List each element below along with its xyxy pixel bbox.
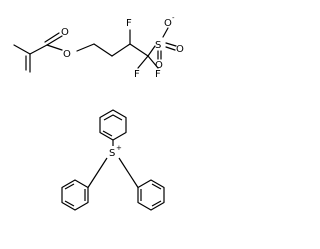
atom-fluorine-cf2-left: F bbox=[134, 69, 140, 80]
phenyl-ring-right bbox=[137, 179, 165, 211]
bond-ester-o-ch2 bbox=[76, 43, 95, 52]
charge-plus: + bbox=[116, 144, 122, 152]
bond-s-phenyl-right bbox=[118, 157, 139, 188]
phenyl-right-double-3 bbox=[151, 200, 162, 207]
phenyl-right-double-2 bbox=[151, 183, 162, 190]
bond-c2-carbonyl-c bbox=[29, 44, 48, 55]
bond-carbonyl-double-a bbox=[46, 35, 63, 46]
bond-cf2-f-left bbox=[137, 55, 149, 69]
atom-ester-o: O bbox=[63, 49, 71, 60]
atom-fluorine-cf2-right: F bbox=[155, 69, 161, 80]
phenyl-left-double-1 bbox=[64, 183, 75, 190]
bond-ch2-ch2 bbox=[93, 43, 113, 57]
atom-carbonyl-o: O bbox=[61, 27, 69, 38]
phenyl-left-double-3 bbox=[64, 200, 75, 207]
bond-cf2-f-right bbox=[147, 55, 159, 69]
atom-oxygen-side: O bbox=[176, 44, 184, 55]
bond-carbonyl-c-ester-o bbox=[46, 44, 63, 51]
bond-carbonyl-double-b bbox=[44, 32, 60, 43]
atom-oxygen-oxide: O bbox=[164, 18, 172, 29]
bond-chf-cf2 bbox=[129, 43, 149, 57]
phenyl-top-double-2 bbox=[102, 130, 113, 137]
chemical-structure-drawing: O O F S O - O O F F S + bbox=[13, 14, 184, 211]
bond-s-o-side-b bbox=[165, 46, 176, 51]
atom-sulfur-sulfonyl: S bbox=[155, 40, 161, 51]
bond-ch2-chf bbox=[111, 43, 131, 57]
bond-s-o-side-a bbox=[165, 42, 177, 47]
anion-molecule bbox=[13, 27, 177, 73]
bond-s-o-top bbox=[162, 27, 169, 38]
anion-atom-labels: O O F S O - O O F F bbox=[61, 14, 184, 80]
cation-atom-labels: S + bbox=[109, 144, 122, 159]
structure-canvas: O O F S O - O O F F S + bbox=[13, 14, 184, 211]
atom-oxygen-bottom: O bbox=[155, 60, 163, 71]
phenyl-top-double-1 bbox=[103, 114, 123, 121]
bond-s-phenyl-left bbox=[87, 157, 108, 188]
bond-cf2-s bbox=[147, 45, 156, 57]
charge-minus: - bbox=[172, 14, 175, 22]
atom-fluorine-ch: F bbox=[126, 18, 132, 29]
phenyl-ring-left bbox=[61, 179, 89, 211]
bond-methyl-c2 bbox=[13, 44, 31, 55]
atom-sulfonium-s: S bbox=[109, 148, 115, 159]
cation-molecule bbox=[61, 109, 165, 211]
